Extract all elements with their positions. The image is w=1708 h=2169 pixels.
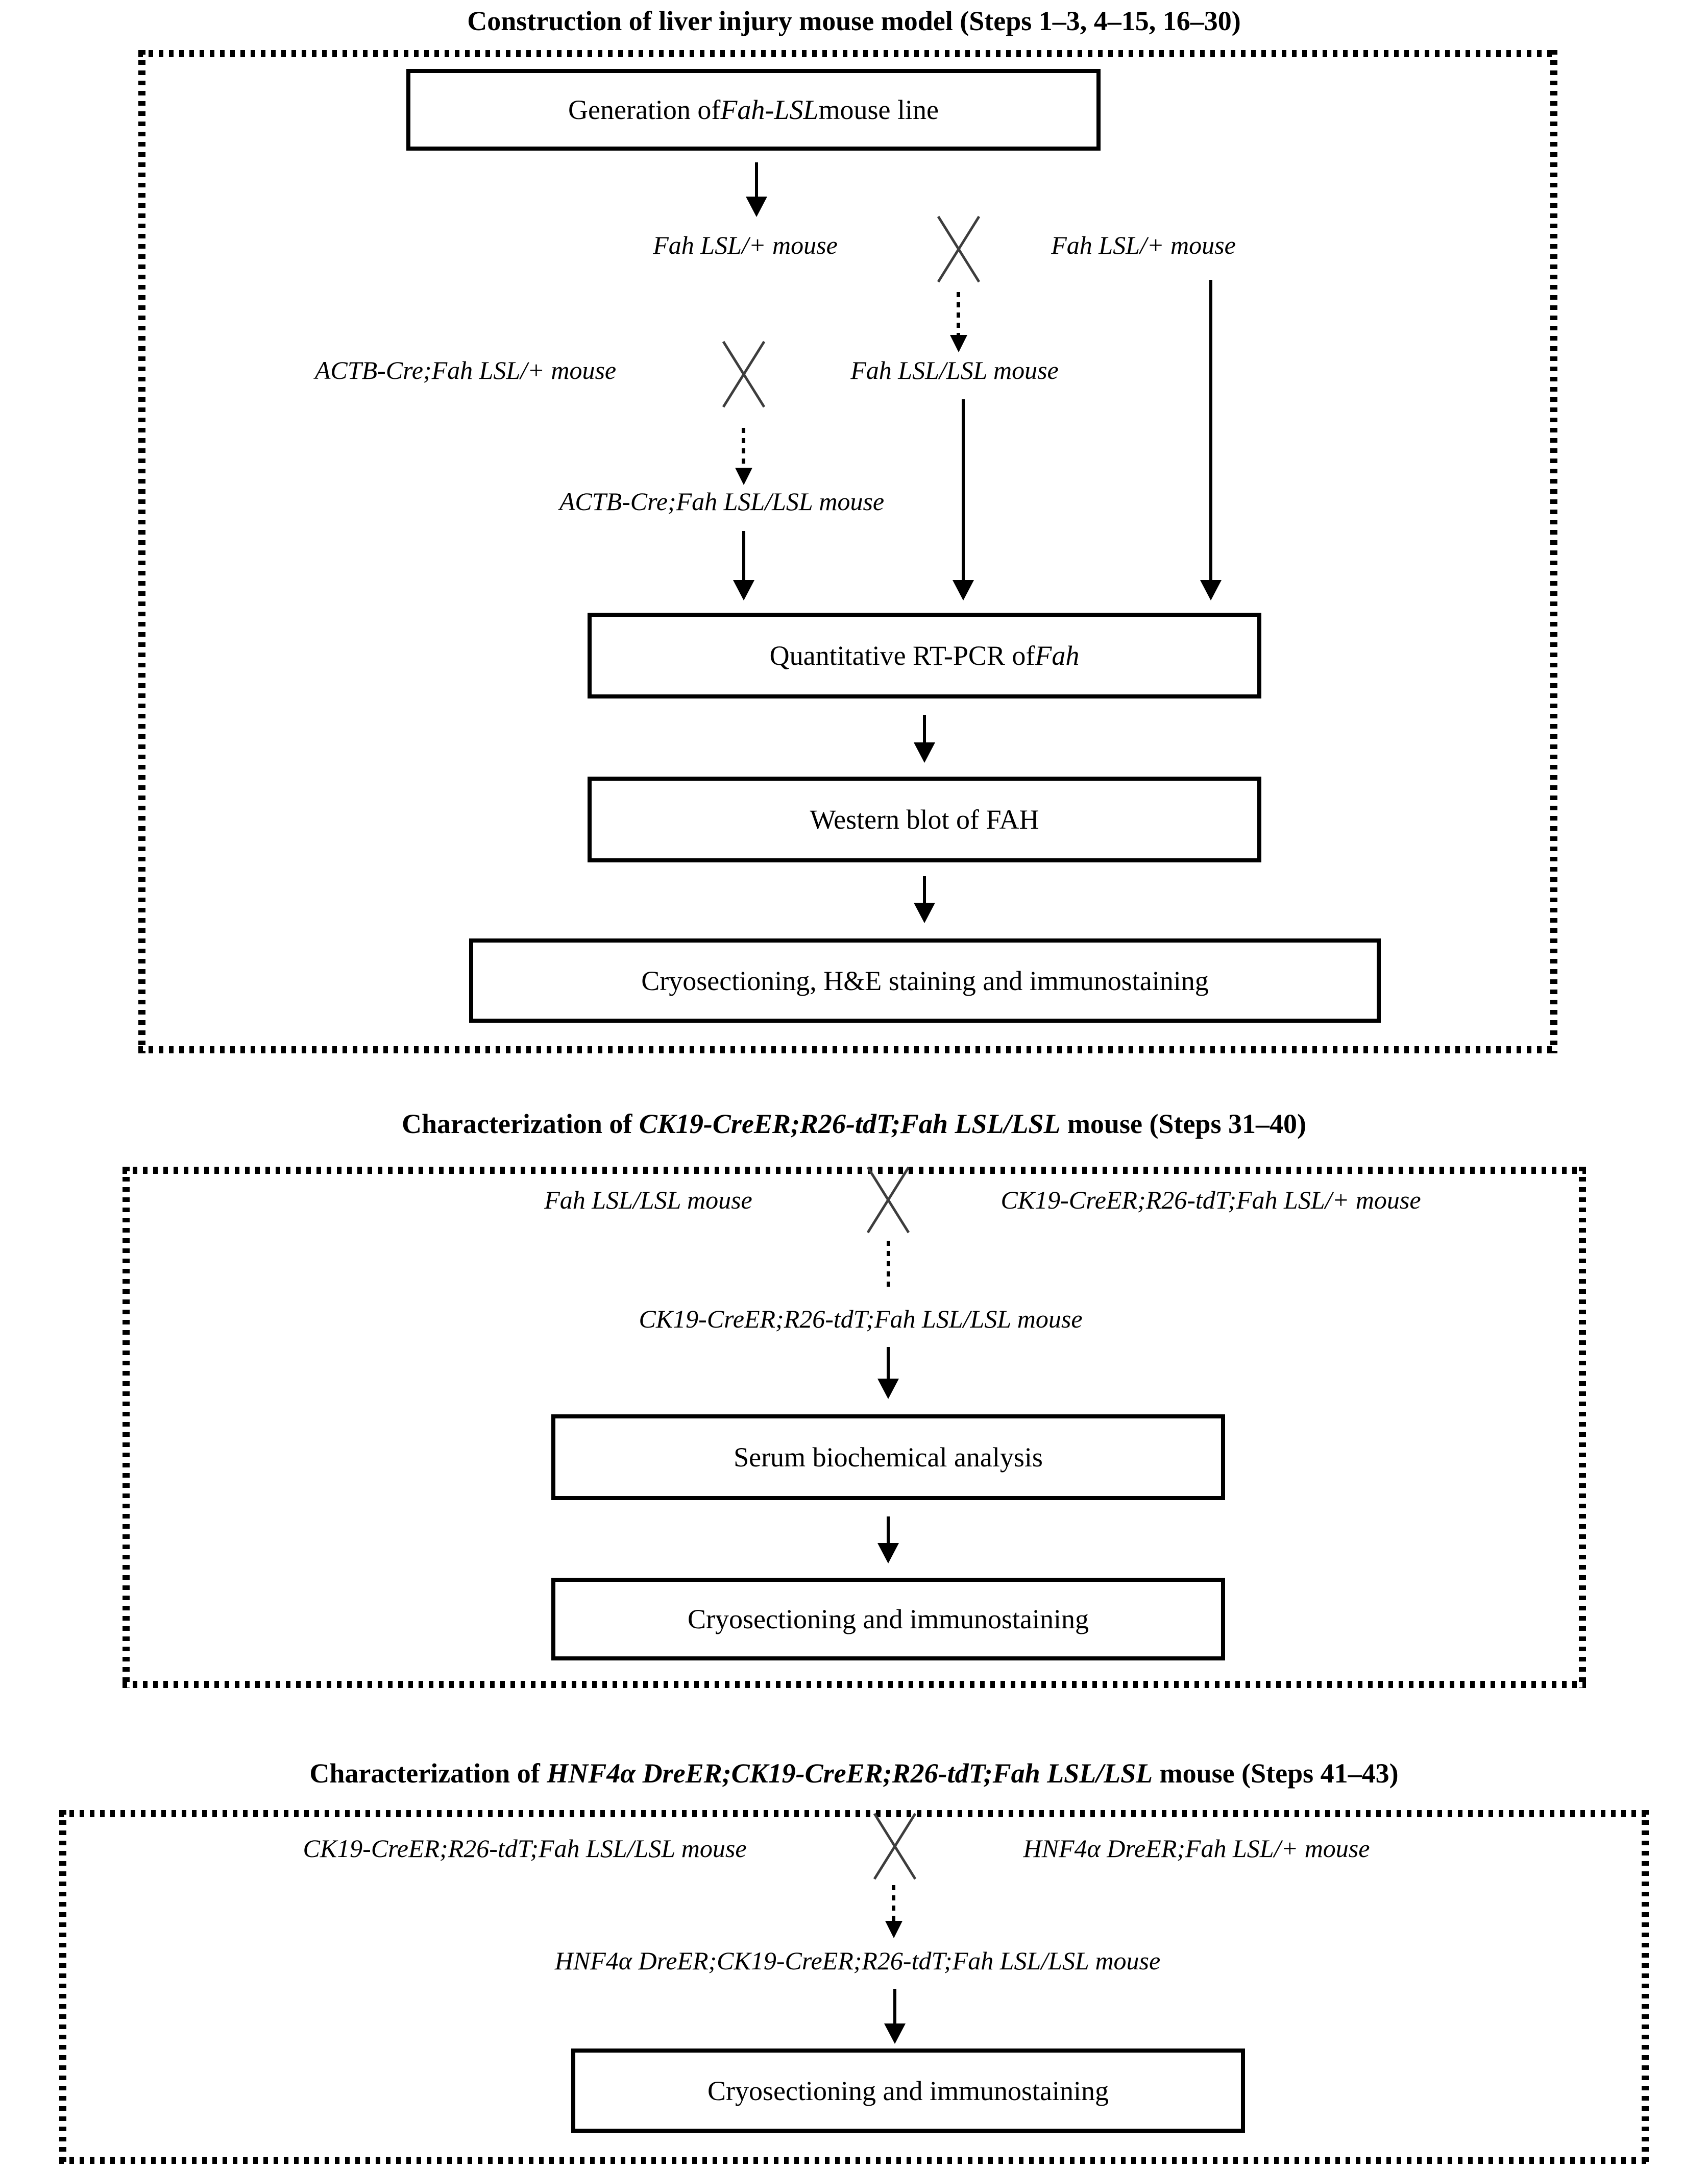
label-ck19-creer-r26-tdt-fah-lsl-plus: CK19-CreER;R26-tdT;Fah LSL/+ mouse [1001, 1186, 1421, 1214]
box-serum-analysis: Serum biochemical analysis [551, 1414, 1225, 1500]
arrow-rtpcr-to-western [923, 715, 926, 743]
label-hnf4a-dreer-fah-lsl-plus: HNF4α DreER;Fah LSL/+ mouse [1023, 1834, 1370, 1863]
dashed-border-left [138, 50, 145, 1053]
dashed-line-s2-offspring [887, 1241, 890, 1291]
box-rtpcr: Quantitative RT-PCR of Fah [588, 613, 1261, 698]
label-hnf4a-ck19-creer-r26-tdt-fah-lsl-lsl: HNF4α DreER;CK19-CreER;R26-tdT;Fah LSL/L… [554, 1946, 1161, 1975]
section1-title-text: Construction of liver injury mouse model… [467, 6, 1241, 36]
dashed-arrowhead-row2-offspring [735, 468, 752, 485]
box-western-blot: Western blot of FAH [588, 777, 1261, 862]
dashed-border-bottom [138, 1046, 1557, 1053]
arrow-western-to-cryo [923, 876, 926, 904]
arrowhead-offspring-to-serum [877, 1379, 899, 1399]
section3-panel [59, 1810, 1649, 2164]
dashed-border-right [1579, 1167, 1586, 1688]
arrowhead-right-parent-to-rtpcr [1200, 580, 1222, 600]
arrowhead-actb-offspring-to-rtpcr [733, 580, 754, 600]
section2-panel [123, 1167, 1586, 1688]
arrow-offspring-to-serum [887, 1347, 890, 1380]
dashed-arrow-s3-offspring [892, 1885, 895, 1922]
box-cryo-he-immuno: Cryosectioning, H&E staining and immunos… [469, 938, 1381, 1023]
label-fah-lsl-plus-left: Fah LSL/+ mouse [653, 231, 838, 259]
dashed-arrow-row1-offspring [957, 292, 960, 336]
dashed-border-right [1642, 1810, 1649, 2164]
arrow-serum-to-cryo [887, 1516, 890, 1544]
label-fah-lsl-plus-right: Fah LSL/+ mouse [1051, 231, 1236, 259]
dashed-border-top [123, 1167, 1586, 1174]
cross-breeding-icon [866, 1166, 910, 1234]
arrowhead-gen-to-row1 [746, 197, 767, 217]
section1-panel [138, 50, 1557, 1053]
section1-title: Construction of liver injury mouse model… [0, 5, 1708, 37]
arrow-offspring-to-cryo-s3 [893, 1989, 896, 2025]
label-ck19-creer-r26-tdt-fah-lsl-lsl-s3: CK19-CreER;R26-tdT;Fah LSL/LSL mouse [303, 1834, 747, 1863]
dashed-border-left [123, 1167, 130, 1688]
dashed-border-left [59, 1810, 66, 2164]
section3-title: Characterization of HNF4α DreER;CK19-Cre… [309, 1758, 1399, 1789]
cross-breeding-icon [873, 1813, 917, 1880]
arrowhead-western-to-cryo [914, 903, 935, 923]
arrow-right-parent-to-rtpcr [1209, 280, 1212, 582]
dashed-arrow-row2-offspring [742, 428, 745, 469]
dashed-border-right [1550, 50, 1557, 1053]
dashed-border-top [138, 50, 1557, 57]
dashed-arrowhead-row1-offspring [950, 335, 967, 352]
dashed-border-bottom [59, 2157, 1649, 2164]
label-actb-cre-fah-lsl-lsl: ACTB-Cre;Fah LSL/LSL mouse [559, 487, 885, 516]
box-cryo-immuno-s2: Cryosectioning and immunostaining [551, 1578, 1225, 1660]
arrow-fah-lsl-lsl-to-rtpcr [962, 399, 965, 580]
arrowhead-offspring-to-cryo-s3 [884, 2023, 906, 2044]
label-fah-lsl-lsl-s2: Fah LSL/LSL mouse [544, 1186, 752, 1214]
label-fah-lsl-lsl: Fah LSL/LSL mouse [850, 356, 1059, 384]
cross-breeding-icon [937, 215, 981, 283]
dashed-border-bottom [123, 1681, 1586, 1688]
arrowhead-serum-to-cryo [877, 1543, 899, 1563]
dashed-arrowhead-s3-offspring [885, 1921, 902, 1938]
dashed-border-top [59, 1810, 1649, 1817]
label-actb-cre-fah-lsl-plus: ACTB-Cre;Fah LSL/+ mouse [314, 356, 617, 384]
cross-breeding-icon [722, 341, 766, 408]
box-generation-fah-lsl: Generation of Fah-LSL mouse line [406, 69, 1101, 151]
label-ck19-creer-r26-tdt-fah-lsl-lsl: CK19-CreER;R26-tdT;Fah LSL/LSL mouse [639, 1305, 1083, 1333]
arrowhead-rtpcr-to-western [914, 742, 935, 763]
arrow-actb-offspring-to-rtpcr [742, 531, 745, 580]
arrow-gen-to-row1 [755, 162, 758, 199]
arrowhead-fah-lsl-lsl-to-rtpcr [953, 580, 974, 600]
section2-title: Characterization of CK19-CreER;R26-tdT;F… [402, 1108, 1306, 1139]
box-cryo-immuno-s3: Cryosectioning and immunostaining [571, 2048, 1245, 2133]
